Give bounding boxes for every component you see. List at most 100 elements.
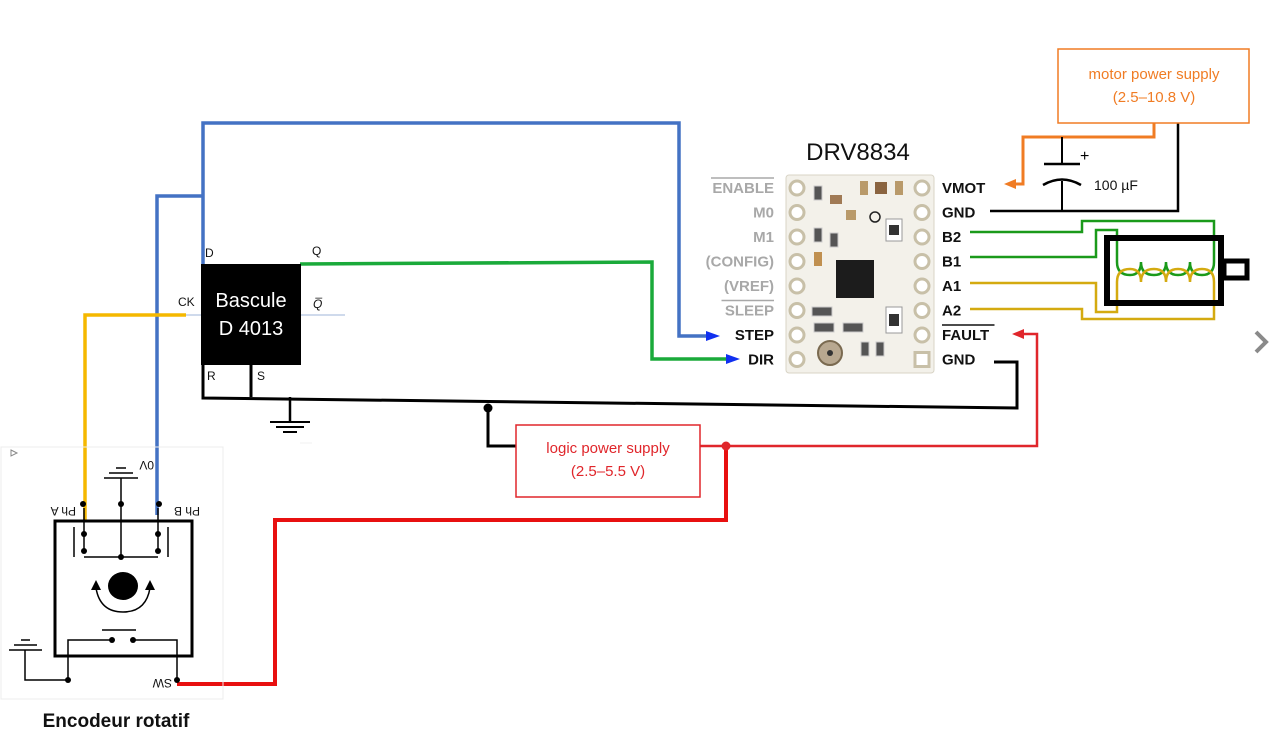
- pin-hole: [788, 253, 806, 270]
- flipflop-4013: Bascule D 4013 D Q CK Q̅ R S: [178, 244, 323, 383]
- arrow-dir: [726, 354, 740, 364]
- motor-supply-line2: (2.5–10.8 V): [1113, 89, 1196, 106]
- smd-part: [813, 322, 835, 333]
- driver-pin-label-right: B2: [942, 229, 961, 246]
- corner-marker-icon: [10, 449, 19, 457]
- smd-part: [813, 227, 823, 243]
- rotation-arrow-left: [91, 580, 101, 590]
- potentiometer-center: [827, 350, 833, 356]
- driver-ic: [836, 260, 874, 298]
- driver-pin-label-right: FAULT: [942, 327, 989, 344]
- encoder-body: [53, 519, 194, 658]
- motor-power-supply: motor power supply (2.5–10.8 V): [1057, 48, 1250, 124]
- drv8834-module: DRV8834 ENABLEM0M1(CONFIG)(VREF)SLEEPSTE…: [706, 139, 995, 374]
- driver-pin-label-right: B1: [942, 254, 961, 271]
- motor-supply-box: [1057, 48, 1250, 124]
- arrows: [706, 179, 1024, 364]
- wire-logic-to-fault: [700, 332, 1039, 448]
- coil-b: [1115, 261, 1216, 277]
- encoder-contacts: [9, 467, 178, 681]
- pin-hole: [788, 302, 806, 319]
- ground-symbol-flipflop: [270, 421, 310, 433]
- cap-plate-negative: [1042, 178, 1082, 187]
- rotation-arrow-right: [145, 580, 155, 590]
- wire-phb-to-d: [155, 194, 203, 515]
- pin-hole: [913, 179, 931, 197]
- pin-label-r: R: [207, 369, 216, 383]
- logic-power-supply: logic power supply (2.5–5.5 V): [515, 424, 701, 498]
- pin-hole: [913, 277, 931, 295]
- rotary-encoder: Ph A Ph B 0V SW Encodeur rotatif: [0, 446, 224, 732]
- driver-pin-label-left: M0: [753, 205, 774, 222]
- smd-part: [889, 314, 899, 326]
- driver-pin-label-right: GND: [942, 352, 976, 369]
- driver-pin-label-right: VMOT: [942, 180, 985, 197]
- junction-dot: [483, 403, 493, 413]
- driver-pin-label-right: A1: [942, 278, 961, 295]
- encoder-frame: [0, 446, 224, 700]
- coil-a: [1115, 267, 1216, 283]
- flipflop-label-line1: Bascule: [215, 290, 286, 312]
- wire-logic-to-sw: [177, 446, 728, 686]
- driver-pin-label-left: (CONFIG): [706, 254, 774, 271]
- pin-hole: [913, 253, 931, 270]
- pin-hole: [788, 179, 806, 197]
- smd-part: [811, 306, 833, 317]
- cap-polarity: +: [1080, 148, 1089, 165]
- pin-hole: [913, 326, 931, 344]
- encoder-knob: [108, 572, 138, 600]
- motor-supply-line1: motor power supply: [1089, 66, 1220, 83]
- logic-supply-box: [515, 424, 701, 498]
- encoder-dots: [65, 501, 180, 683]
- flipflop-label-line2: D 4013: [219, 318, 284, 340]
- encoder-caption: Encodeur rotatif: [43, 711, 190, 732]
- pin-label-qbar: Q̅: [313, 297, 323, 311]
- next-slide-button[interactable]: [1244, 324, 1280, 360]
- pin-hole: [913, 204, 931, 221]
- motor-body: [1104, 235, 1224, 306]
- capacitor-100uf: + 100 µF: [1042, 148, 1138, 193]
- wire-b2: [970, 219, 1216, 262]
- driver-pin-label-left: SLEEP: [725, 303, 774, 320]
- wire-ground-bus: [201, 360, 1019, 410]
- encoder-pin-phb: Ph B: [174, 504, 200, 518]
- smd-part: [814, 252, 822, 266]
- arrow-fault: [1012, 329, 1024, 339]
- wire-q-to-dir: [299, 260, 728, 361]
- wire-motor-vmot: [1013, 123, 1156, 186]
- motor-shaft: [1221, 258, 1250, 281]
- pin-label-ck: CK: [178, 295, 195, 309]
- driver-title: DRV8834: [806, 139, 910, 166]
- pin-label-d: D: [205, 246, 214, 260]
- driver-pin-label-right: A2: [942, 303, 961, 320]
- wire-pha-to-ck: [83, 313, 186, 520]
- pin-hole: [788, 326, 806, 344]
- wire-d-to-step: [201, 121, 708, 338]
- driver-pin-label-left: ENABLE: [712, 180, 774, 197]
- junctions: [483, 403, 731, 451]
- wire-bus-to-logic: [486, 408, 516, 448]
- driver-pin-label-left: STEP: [735, 327, 774, 344]
- pin-hole: [788, 351, 806, 368]
- smd-part: [813, 185, 823, 201]
- logic-supply-line2: (2.5–5.5 V): [571, 463, 645, 480]
- smd-part: [830, 195, 842, 204]
- smd-part: [895, 181, 903, 195]
- pin-hole: [913, 228, 931, 246]
- encoder-pin-0v: 0V: [139, 458, 154, 472]
- flipflop-body: [201, 264, 301, 365]
- smd-part: [860, 181, 868, 195]
- smd-part: [842, 322, 864, 333]
- junction-dot: [721, 441, 731, 451]
- driver-pin-label-left: M1: [753, 229, 774, 246]
- chevron-right-icon: [1254, 330, 1269, 354]
- pin-label-s: S: [257, 369, 265, 383]
- driver-pin-label-left: DIR: [748, 352, 774, 369]
- wire-a1: [970, 281, 1119, 314]
- smd-part: [869, 211, 881, 223]
- encoder-pin-sw: SW: [152, 676, 172, 690]
- smd-part: [889, 225, 899, 235]
